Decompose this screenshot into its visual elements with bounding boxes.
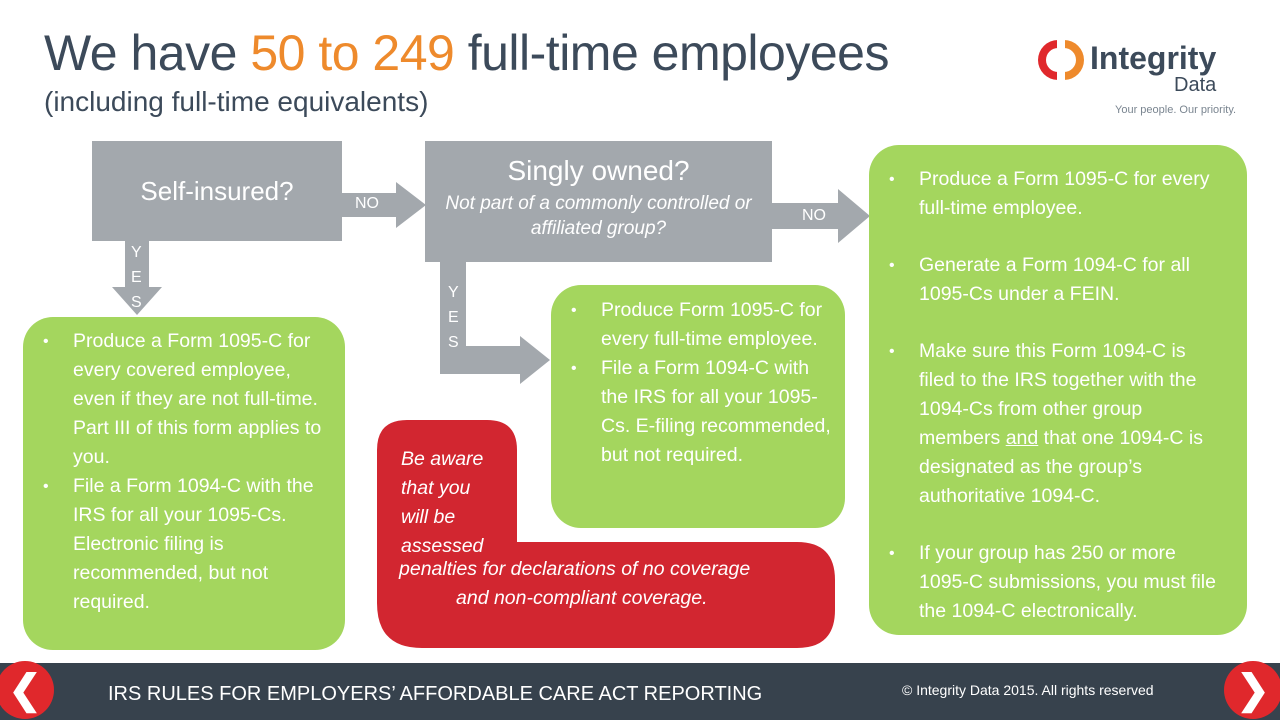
self-insured-result-box: Produce a Form 1095-C for every covered … (23, 317, 345, 650)
group-result-box: Produce a Form 1095-C for every full-tim… (869, 145, 1247, 635)
logo-tagline: Your people. Our priority. (1115, 104, 1237, 116)
yes-arrow-down-icon (112, 241, 162, 315)
yes-label-vertical: YES (131, 244, 142, 311)
logo-mark-icon (1038, 40, 1084, 80)
footer-title: IRS RULES FOR EMPLOYERS’ AFFORDABLE CARE… (108, 683, 763, 705)
group-list: Produce a Form 1095-C for every full-tim… (869, 145, 1247, 626)
chevron-left-icon: ❮ (8, 668, 42, 712)
no-label-2: NO (802, 207, 826, 224)
list-item: Make sure this Form 1094-C is filed to t… (869, 337, 1225, 511)
list-item: Generate a Form 1094-C for all 1095-Cs u… (869, 251, 1225, 309)
singly-owned-result-box: Produce Form 1095-C for every full-time … (551, 285, 845, 528)
footer-copyright: © Integrity Data 2015. All rights reserv… (902, 682, 1154, 698)
warning-line: and non-compliant coverage. (456, 587, 708, 609)
no-label: NO (355, 195, 379, 212)
list-item: If your group has 250 or more 1095-C sub… (869, 539, 1225, 626)
prev-slide-button[interactable]: ❮ (0, 661, 54, 719)
warning-line: Be aware (401, 448, 484, 470)
logo-subname: Data (1174, 74, 1217, 96)
no-arrow-right-icon-2 (772, 189, 870, 243)
self-insured-question-text: Self-insured? (140, 175, 294, 206)
logo-name: Integrity (1090, 40, 1217, 76)
warning-line: that you (401, 477, 471, 499)
next-slide-button[interactable]: ❯ (1224, 661, 1280, 719)
title-text: We have (44, 25, 251, 81)
singly-owned-list: Produce Form 1095-C for every full-time … (551, 285, 845, 470)
footer-bar: IRS RULES FOR EMPLOYERS’ AFFORDABLE CARE… (0, 663, 1280, 720)
warning-line: penalties for declarations of no coverag… (399, 558, 751, 580)
list-item: File a Form 1094-C with the IRS for all … (551, 354, 833, 470)
list-item: File a Form 1094-C with the IRS for all … (23, 472, 331, 617)
title-highlight: 50 to 249 (250, 25, 455, 81)
list-item: Produce a Form 1095-C for every covered … (23, 327, 331, 472)
warning-line: assessed (401, 535, 484, 557)
self-insured-list: Produce a Form 1095-C for every covered … (23, 317, 345, 617)
warning-line: will be (401, 506, 456, 528)
singly-owned-title: Singly owned? (507, 155, 690, 186)
list-item-text: Make sure this Form 1094-C is filed to t… (919, 340, 1197, 449)
singly-owned-question: Singly owned? Not part of a commonly con… (425, 141, 772, 262)
penalty-warning-box: Be aware that you will be assessed penal… (377, 420, 835, 648)
warning-text: Be aware that you will be assessed penal… (377, 445, 835, 613)
list-item: Produce Form 1095-C for every full-time … (551, 296, 833, 354)
company-logo: Integrity Data Your people. Our priority… (1038, 36, 1258, 122)
yes-arrow-elbow-icon (440, 262, 550, 384)
list-item: Produce a Form 1095-C for every full-tim… (869, 165, 1225, 223)
title-text-end: full-time employees (454, 25, 890, 81)
chevron-right-icon: ❯ (1236, 668, 1270, 712)
singly-owned-subtitle: Not part of a commonly controlled or aff… (445, 193, 752, 239)
warning-shape (377, 420, 835, 648)
self-insured-question: Self-insured? (92, 141, 342, 241)
page-title: We have 50 to 249 full-time employees (44, 24, 889, 82)
yes-label-vertical-2: YES (448, 284, 459, 351)
list-item-text-end: that one 1094-C is designated as the gro… (919, 427, 1204, 507)
list-item-emphasis: and (1005, 427, 1039, 449)
page-subtitle: (including full-time equivalents) (44, 86, 429, 117)
no-arrow-right-icon (342, 182, 426, 228)
